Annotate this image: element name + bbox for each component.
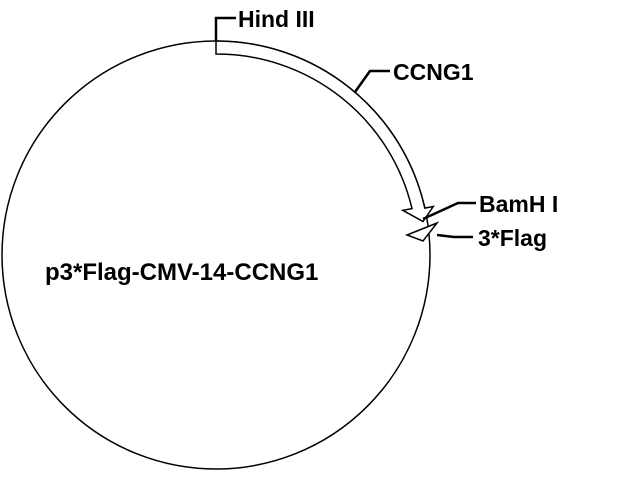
flag-leader-line (436, 233, 473, 239)
ccng1-label: CCNG1 (393, 59, 474, 85)
hind-iii-label: Hind III (238, 6, 315, 32)
plasmid-name-label: p3*Flag-CMV-14-CCNG1 (45, 259, 318, 286)
flag-label: 3*Flag (478, 225, 547, 251)
ccng1-insert-arrow (215, 40, 435, 223)
ccng1-leader-line (353, 69, 390, 93)
bamh-i-label: BamH I (479, 191, 558, 217)
flag-tag-arrow (404, 221, 440, 242)
bamh-i-leader-line (422, 201, 476, 221)
hind-iii-leader-line (214, 16, 236, 41)
